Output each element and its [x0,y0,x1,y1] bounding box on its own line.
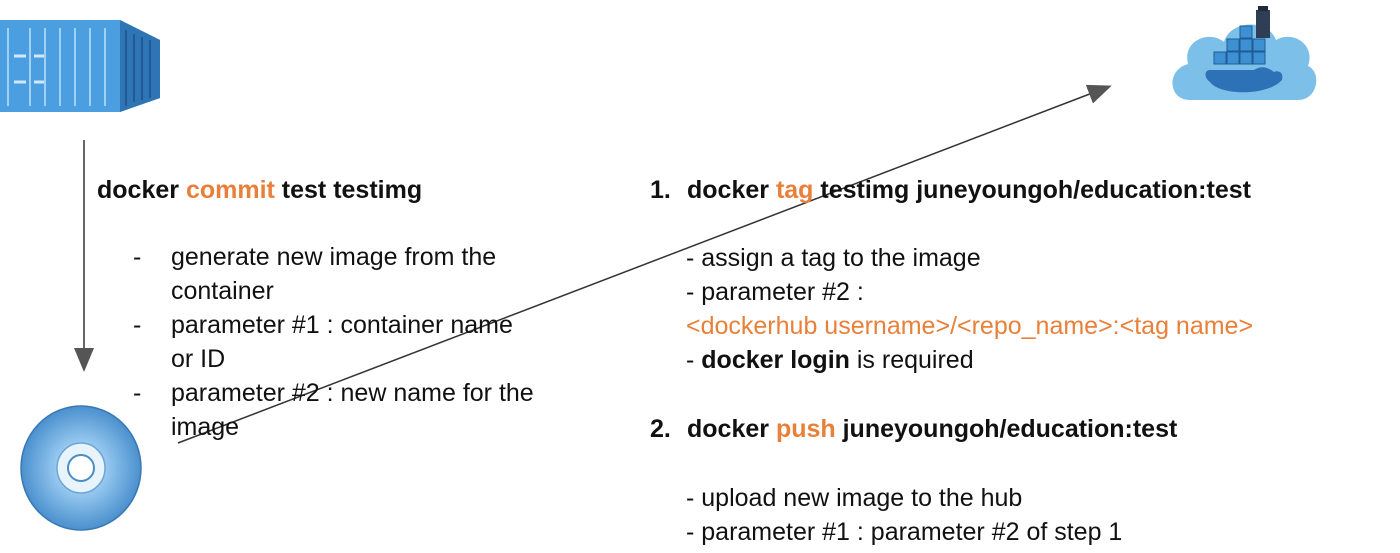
step1-line-1: - assign a tag to the image [686,244,981,272]
docker-login-text: docker login [701,346,850,374]
commit-bullet-list: - generate new image from the container … [133,240,593,450]
step1-tag-format: <dockerhub username>/<repo_name>:<tag na… [686,312,1254,340]
step2-line-2: - parameter #1 : parameter #2 of step 1 [686,518,1123,546]
bullet-text-line: container [171,277,274,305]
shipping-container-icon [0,10,160,112]
step1-line-2: - parameter #2 : [686,278,864,306]
commit-bullet-3: - parameter #2 : new name for the image [133,376,593,444]
cd-disc-icon [20,402,142,532]
step1-line-4: - docker login is required [686,343,974,377]
commit-command-post: test testimg [274,176,423,204]
push-command-post: juneyoungoh/education:test [835,415,1178,443]
commit-bullet-1: - generate new image from the container [133,240,593,308]
bullet-text-line: generate new image from the [171,243,497,271]
push-arrow [177,84,1112,444]
step2-line-1: - upload new image to the hub [686,484,1023,512]
step1-line4-dash: - [686,346,702,374]
step2-number: 2. [650,415,671,443]
step1-heading: 1. docker tag testimg juneyoungoh/educat… [650,173,1251,207]
tag-command-post: testimg juneyoungoh/education:test [813,176,1251,204]
bullet-dash: - [133,379,142,407]
push-command-pre: docker [687,415,776,443]
step1-number: 1. [650,176,671,204]
tag-command: docker tag testimg juneyoungoh/education… [687,173,1251,207]
bullet-text-line: parameter #1 : container name [171,311,513,339]
step1-line4-rest: is required [849,346,974,374]
commit-command: docker commit test testimg [97,173,422,207]
commit-bullet-2: - parameter #1 : container name or ID [133,308,593,376]
push-command: docker push juneyoungoh/education:test [687,412,1177,446]
push-keyword: push [775,415,836,443]
step2-heading: 2. docker push juneyoungoh/education:tes… [650,412,1177,446]
commit-command-pre: docker [97,176,186,204]
commit-keyword: commit [185,176,275,204]
bullet-dash: - [133,243,142,271]
bullet-text-line: or ID [171,345,226,373]
bullet-dash: - [133,311,142,339]
docker-whale-cloud-icon [1170,0,1320,112]
bullet-text-line: image [171,413,240,441]
bullet-text-line: parameter #2 : new name for the [171,379,534,407]
tag-command-pre: docker [687,176,776,204]
tag-keyword: tag [775,176,814,204]
